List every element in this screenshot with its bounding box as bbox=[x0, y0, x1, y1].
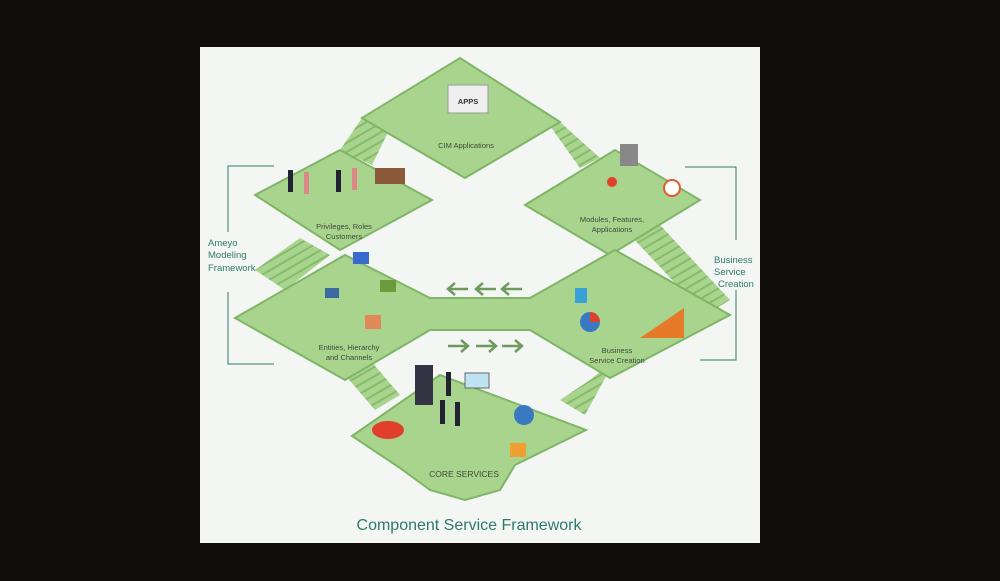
desk-icon bbox=[375, 168, 405, 184]
layers-icon bbox=[380, 280, 396, 292]
label-entities-2: and Channels bbox=[326, 353, 373, 362]
platform-cim bbox=[360, 56, 562, 180]
box-icon bbox=[365, 315, 381, 329]
location-pin-icon bbox=[607, 177, 617, 187]
presentation-board-icon bbox=[415, 365, 433, 405]
pie-chart-slice bbox=[590, 312, 600, 322]
platform-privileges bbox=[253, 148, 435, 252]
label-business-2: Service Creation bbox=[589, 356, 644, 365]
label-modules-1: Modules, Features, bbox=[580, 215, 644, 224]
label-core: CORE SERVICES bbox=[429, 469, 499, 479]
pie-chart-3d-icon bbox=[372, 421, 404, 439]
spreadsheet-icon bbox=[510, 443, 526, 457]
side-label-right-1: Business bbox=[714, 255, 753, 266]
side-label-left-2: Modeling bbox=[208, 250, 247, 261]
apps-box-label: APPS bbox=[458, 97, 478, 106]
label-privileges-1: Privileges, Roles bbox=[316, 222, 372, 231]
pie-chart-core-icon bbox=[514, 405, 534, 425]
stairs-cim-left bbox=[340, 118, 390, 165]
side-label-left-1: Ameyo bbox=[208, 238, 238, 249]
label-privileges-2: Customers bbox=[326, 232, 363, 241]
label-entities-1: Entities, Hierarchy bbox=[319, 343, 380, 352]
arrows-left bbox=[446, 282, 522, 296]
side-label-right-2: Service bbox=[714, 267, 746, 278]
laptop-icon bbox=[464, 372, 490, 389]
platform-modules bbox=[523, 148, 702, 257]
platform-middle-band bbox=[232, 248, 733, 382]
diagram-title: Component Service Framework bbox=[357, 517, 583, 534]
label-business-1: Business bbox=[602, 346, 633, 355]
arrows-right bbox=[448, 339, 524, 353]
label-cim: CIM Applications bbox=[438, 141, 494, 150]
platforms bbox=[232, 56, 733, 502]
bar-chart-icon bbox=[640, 308, 684, 338]
stairs-left bbox=[255, 238, 330, 290]
label-modules-2: Applications bbox=[592, 225, 633, 234]
apps-box-icon bbox=[447, 84, 489, 114]
platform-core bbox=[350, 373, 589, 502]
document-icon bbox=[575, 288, 587, 303]
left-bracket bbox=[227, 165, 274, 365]
right-bracket bbox=[685, 166, 737, 361]
side-label-left-3: Framework bbox=[208, 263, 256, 274]
side-label-right-3: Creation bbox=[718, 279, 754, 290]
contact-card-icon bbox=[353, 252, 369, 264]
calculator-icon bbox=[620, 144, 638, 166]
stairs-right bbox=[630, 225, 730, 315]
clock-icon bbox=[663, 179, 681, 197]
mail-icon bbox=[325, 288, 339, 298]
people-figures bbox=[288, 168, 460, 426]
illustrations: APPS bbox=[288, 84, 684, 457]
